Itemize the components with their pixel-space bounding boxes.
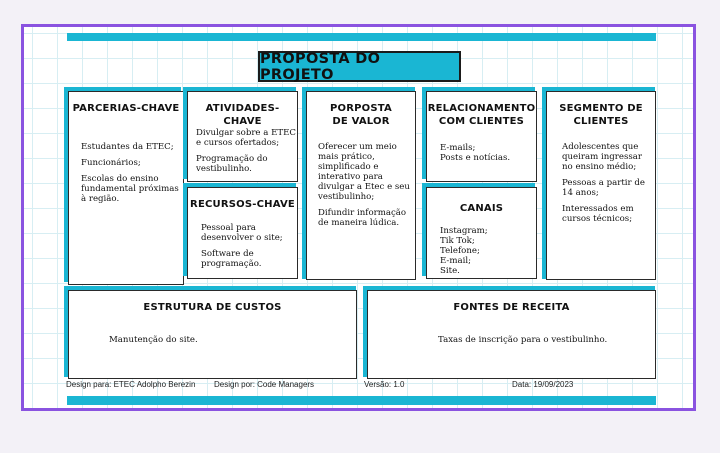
list-item: Funcionários; <box>81 158 141 168</box>
list-item: Adolescentes que queiram ingressar no en… <box>562 142 643 172</box>
list-item: Pessoal para desenvolver o site; <box>201 223 283 243</box>
list-item: E-mail; <box>440 256 472 266</box>
list-item: Tik Tok; <box>440 236 475 246</box>
footer-date: Data: 19/09/2023 <box>512 380 574 389</box>
top-accent-bar <box>67 33 656 41</box>
list-item: Pessoas a partir de 14 anos; <box>562 178 645 198</box>
card-recursos-chave: RECURSOS-CHAVE Pessoal para desenvolver … <box>187 187 298 279</box>
list-item: Interessados em cursos técnicos; <box>562 204 634 224</box>
card-title: FONTES DE RECEITA <box>453 302 570 313</box>
card-title: ESTRUTURA DE CUSTOS <box>143 302 282 313</box>
list-item: Divulgar sobre a ETEC e cursos ofertados… <box>196 128 296 148</box>
card-title: RECURSOS-CHAVE <box>190 199 295 210</box>
card-body: Estudantes da ETEC; Funcionários; Escola… <box>81 142 179 210</box>
page-title: PROPOSTA DO PROJETO <box>260 50 381 83</box>
card-body: Divulgar sobre a ETEC e cursos ofertados… <box>196 128 296 180</box>
card-estrutura-de-custos: ESTRUTURA DE CUSTOS Manutenção do site. <box>68 290 357 379</box>
list-item: Site. <box>440 266 460 276</box>
list-item: Instagram; <box>440 226 488 236</box>
card-body: Pessoal para desenvolver o site; Softwar… <box>201 223 296 275</box>
card-title: RELACIONAMENTO COM CLIENTES <box>427 103 536 127</box>
card-body: Adolescentes que queiram ingressar no en… <box>562 142 650 230</box>
card-body: Oferecer um meio mais prático, simplific… <box>318 142 412 234</box>
card-segmento-de-clientes: SEGMENTO DE CLIENTES Adolescentes que qu… <box>546 91 656 280</box>
list-item: Taxas de inscrição para o vestibulinho. <box>438 335 608 345</box>
list-item: Software de programação. <box>201 249 262 269</box>
list-item: Difundir informação de maneira lúdica. <box>318 208 407 228</box>
list-item: Oferecer um meio mais prático, simplific… <box>318 142 410 202</box>
card-title: PARCERIAS-CHAVE <box>72 103 180 114</box>
card-atividades-chave: ATIVIDADES-CHAVE Divulgar sobre a ETEC e… <box>187 91 298 182</box>
card-proposta-de-valor: PORPOSTA DE VALOR Oferecer um meio mais … <box>306 91 416 280</box>
bottom-accent-bar <box>67 396 656 405</box>
list-item: E-mails; <box>440 143 476 153</box>
list-item: Manutenção do site. <box>109 335 198 345</box>
card-body: Manutenção do site. <box>109 335 349 345</box>
card-body: E-mails; Posts e notícias. <box>440 143 535 169</box>
page-title-box: PROPOSTA DO PROJETO <box>258 50 461 83</box>
footer-design-by: Design por: Code Managers <box>214 380 315 389</box>
footer-design-for: Design para: ETEC Adolpho Berezin <box>66 380 196 389</box>
card-title: ATIVIDADES-CHAVE <box>205 103 280 127</box>
card-canais: CANAIS Instagram; Tik Tok; Telefone; E-m… <box>426 187 537 279</box>
list-item: Posts e notícias. <box>440 153 511 163</box>
card-title: CANAIS <box>459 203 504 214</box>
card-body: Taxas de inscrição para o vestibulinho. <box>438 335 653 345</box>
card-relacionamento-com-clientes: RELACIONAMENTO COM CLIENTES E-mails; Pos… <box>426 91 537 182</box>
card-parcerias-chave: PARCERIAS-CHAVE Estudantes da ETEC; Func… <box>68 91 184 285</box>
card-title: PORPOSTA DE VALOR <box>330 103 392 127</box>
card-fontes-de-receita: FONTES DE RECEITA Taxas de inscrição par… <box>367 290 656 379</box>
list-item: Escolas do ensino fundamental próximas à… <box>81 174 179 204</box>
card-body: Instagram; Tik Tok; Telefone; E-mail; Si… <box>440 226 535 276</box>
card-title: SEGMENTO DE CLIENTES <box>559 103 643 127</box>
footer-version: Versão: 1.0 <box>364 380 405 389</box>
list-item: Estudantes da ETEC; <box>81 142 174 152</box>
list-item: Programação do vestibulinho. <box>196 154 268 174</box>
list-item: Telefone; <box>440 246 480 256</box>
